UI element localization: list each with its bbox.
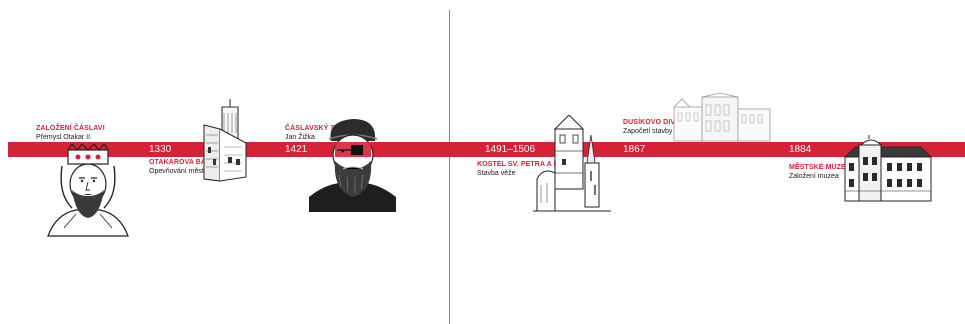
event-subtitle-bastion: Opevňování města <box>149 168 208 175</box>
event-year-museum: 1884 <box>789 142 811 157</box>
church-tower-icon <box>529 115 611 213</box>
section-divider <box>449 10 450 324</box>
event-subtitle-church: Stavba věže <box>477 170 516 177</box>
tower-bastion-icon <box>200 99 248 182</box>
event-year-theatre: 1867 <box>623 142 645 157</box>
event-year-bastion: 1330 <box>149 142 171 157</box>
king-portrait-icon <box>46 144 130 239</box>
theatre-building-icon <box>672 93 772 143</box>
event-subtitle-museum: Založení muzea <box>789 173 839 180</box>
event-subtitle-founding: Přemysl Otakar II. <box>36 134 92 141</box>
museum-building-icon <box>841 135 935 203</box>
zizka-portrait-icon <box>309 117 396 212</box>
event-year-church: 1491–1506 <box>485 142 535 157</box>
event-year-diet: 1421 <box>285 142 307 157</box>
event-subtitle-theatre: Započetí stavby <box>623 128 672 135</box>
event-title-founding: ZALOŽENÍ ČÁSLAVI <box>36 125 105 132</box>
